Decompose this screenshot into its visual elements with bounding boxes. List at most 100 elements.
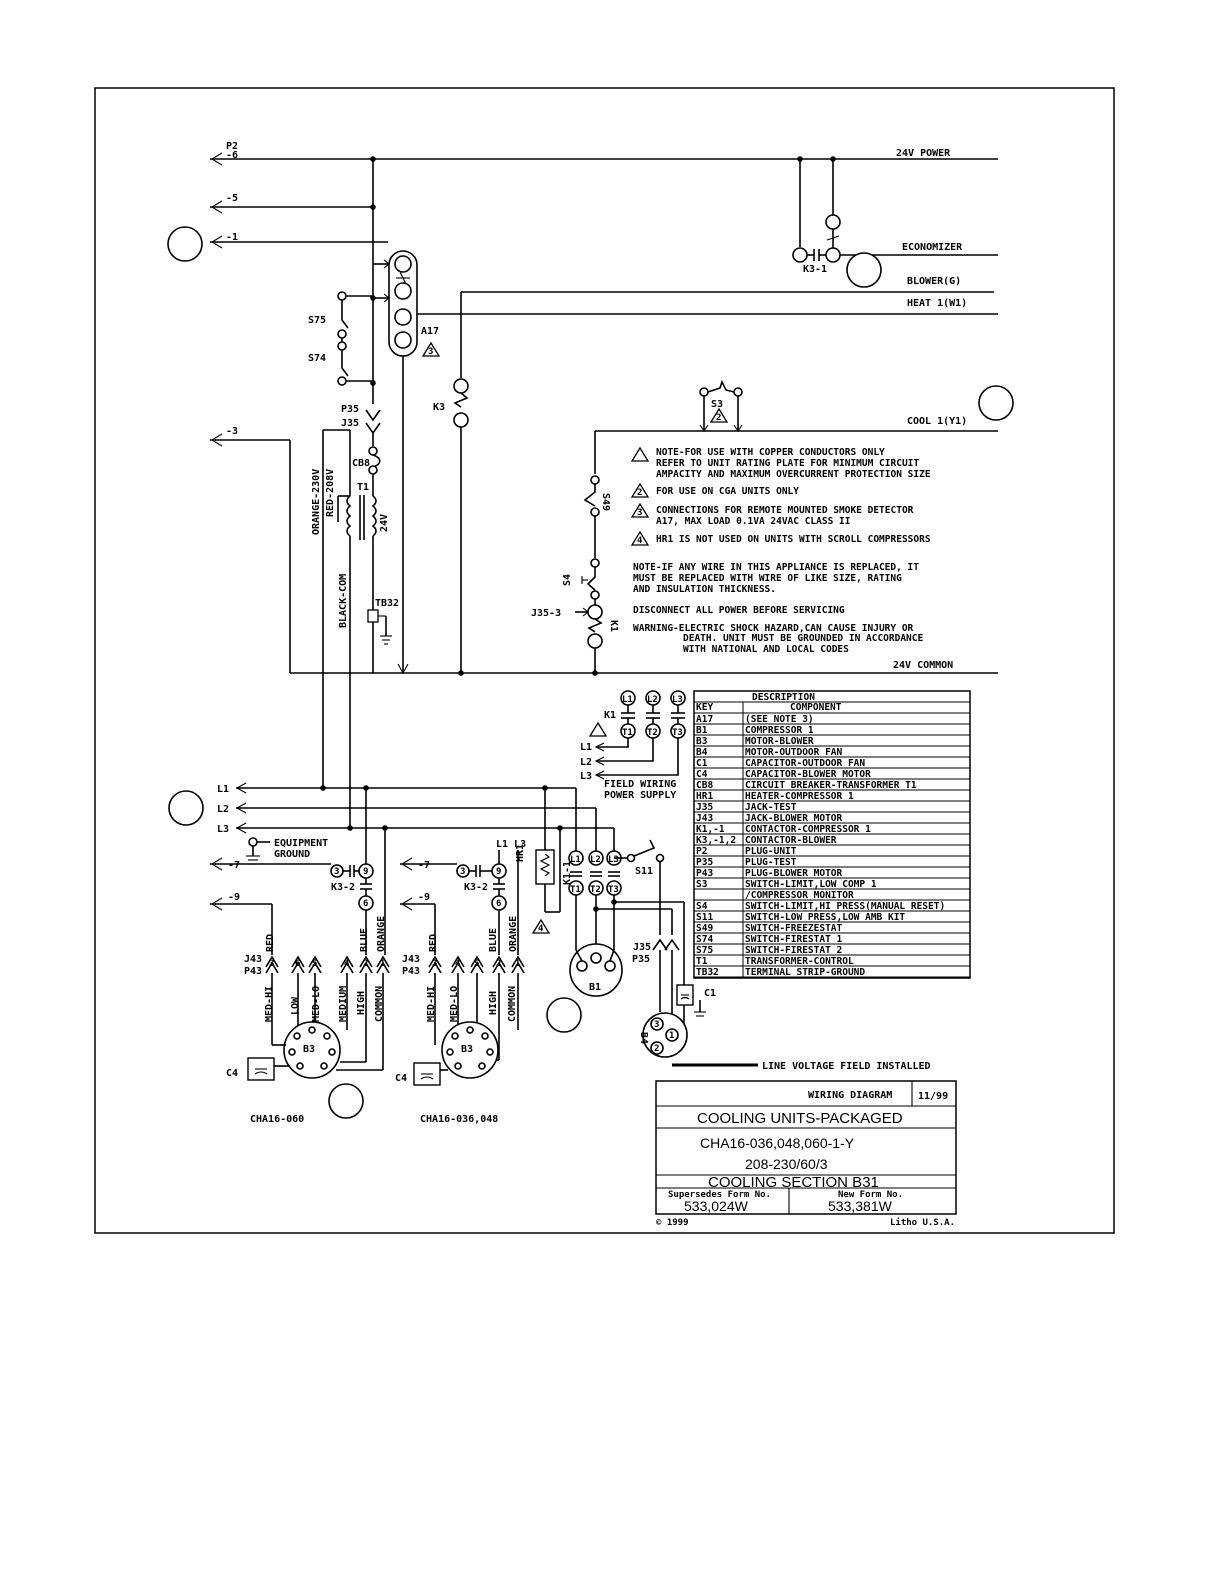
- cha16-036048-label: CHA16-036,048: [420, 1114, 498, 1125]
- legend-component: PLUG-BLOWER MOTOR: [745, 868, 843, 879]
- economizer-label: ECONOMIZER: [902, 242, 963, 253]
- tb32-label: TB32: [375, 598, 399, 609]
- lead-red-b-label: RED: [428, 934, 439, 952]
- b4-label: B4: [638, 1032, 649, 1044]
- svg-text:L3: L3: [672, 695, 683, 705]
- s74-label: S74: [308, 353, 326, 364]
- s11-label: S11: [635, 866, 653, 877]
- note-3b: A17, MAX LOAD 0.1VA 24VAC CLASS II: [656, 516, 850, 527]
- b3-label: B3: [303, 1044, 315, 1055]
- legend-key: B3: [696, 736, 708, 747]
- legend-component: /COMPRESSOR MONITOR: [745, 890, 854, 901]
- diagram-frame: [94, 87, 1115, 1234]
- j35-label: J35: [341, 418, 359, 429]
- k1-label: K1: [608, 620, 619, 632]
- lead-orange-b-label: ORANGE: [508, 916, 519, 952]
- p35b-label: P35: [632, 954, 650, 965]
- k1-1-label: K1-1: [562, 861, 573, 885]
- s49-label: S49: [600, 493, 611, 511]
- b1-label: B1: [589, 982, 601, 993]
- svg-text:3: 3: [269, 959, 274, 969]
- legend-component: HEATER-COMPRESSOR 1: [745, 791, 854, 802]
- svg-text:6: 6: [295, 959, 300, 969]
- p2-1-label: -1: [226, 232, 238, 243]
- high-b-label: HIGH: [488, 991, 499, 1015]
- low-label: LOW: [290, 996, 301, 1015]
- component-legend-table: DESCRIPTION KEY COMPONENT A17(SEE NOTE 3…: [693, 690, 971, 979]
- s4-label: S4: [562, 574, 573, 586]
- svg-text:5: 5: [474, 959, 479, 969]
- legend-component: SWITCH-LOW PRESS,LOW AMB KIT: [745, 912, 905, 923]
- orange-230v-label: ORANGE-230V: [311, 469, 322, 535]
- l1-field-label: L1: [580, 742, 592, 753]
- new-form-label: New Form No.: [838, 1190, 903, 1200]
- common-label: COMMON: [374, 986, 385, 1022]
- svg-text:2: 2: [637, 488, 642, 498]
- p2-3-label: -3: [226, 426, 238, 437]
- cb8-label: CB8: [352, 458, 370, 469]
- legend-key: J43: [696, 813, 713, 824]
- med-hi-b-label: MED-HI: [426, 986, 437, 1022]
- legend-key: B4: [696, 747, 708, 758]
- note-3a: CONNECTIONS FOR REMOTE MOUNTED SMOKE DET…: [656, 505, 914, 516]
- l2-field-label: L2: [580, 757, 592, 768]
- svg-text:T2: T2: [590, 885, 601, 895]
- note-7c: WITH NATIONAL AND LOCAL CODES: [683, 644, 849, 655]
- svg-text:2: 2: [716, 413, 721, 423]
- note-1c: AMPACITY AND MAXIMUM OVERCURRENT PROTECT…: [656, 469, 931, 480]
- legend-key: S74: [696, 934, 713, 945]
- callout-circle: [846, 252, 882, 288]
- note-5a: NOTE-IF ANY WIRE IN THIS APPLIANCE IS RE…: [633, 562, 919, 573]
- blower-g-label: BLOWER(G): [907, 276, 961, 287]
- callout-circle: [168, 790, 204, 826]
- legend-component: TERMINAL STRIP-GROUND: [745, 967, 865, 978]
- legend-key: S75: [696, 945, 713, 956]
- legend-component: JACK-BLOWER MOTOR: [745, 813, 843, 824]
- black-com-label: BLACK-COM: [338, 574, 349, 628]
- 24v-secondary-label: 24V: [379, 514, 390, 532]
- legend-key: J35: [696, 802, 713, 813]
- wire-labels: P2 -6 -5 -1 -3 24V POWER ECONOMIZER BLOW…: [217, 141, 967, 1072]
- legend-component: SWITCH-FIRESTAT 2: [745, 945, 842, 956]
- 24v-common-label: 24V COMMON: [893, 660, 953, 671]
- legend-key: S49: [696, 923, 713, 934]
- lead-blue-b-label: BLUE: [488, 928, 499, 952]
- title-line-1: COOLING UNITS-PACKAGED: [697, 1110, 903, 1127]
- title-date: 11/99: [918, 1091, 948, 1102]
- legend-component: TRANSFORMER-CONTROL: [745, 956, 854, 967]
- legend-key: S11: [696, 912, 713, 923]
- component-labels: S75 S74 A17 P35 J35 CB8 T1 TB32 K3 K3-1 …: [226, 264, 827, 1125]
- legend-component: JACK-TEST: [745, 802, 797, 813]
- p43b-label: P43: [402, 966, 420, 977]
- minus7-label: -7: [228, 860, 240, 871]
- s3-label: S3: [711, 399, 723, 410]
- legend-title: DESCRIPTION: [752, 692, 815, 703]
- equipment-label: EQUIPMENT: [274, 838, 328, 849]
- svg-text:6: 6: [363, 899, 368, 909]
- med-hi-label: MED-HI: [264, 986, 275, 1022]
- svg-text:3: 3: [654, 1020, 659, 1030]
- red-208v-label: RED-208V: [325, 469, 336, 517]
- svg-text:9: 9: [363, 867, 368, 877]
- l1-label: L1: [217, 784, 229, 795]
- svg-text:1: 1: [669, 1031, 674, 1041]
- legend-component: CONTACTOR-COMPRESSOR 1: [745, 824, 871, 835]
- legend-key: S3: [696, 879, 708, 890]
- svg-text:T3: T3: [672, 728, 683, 738]
- j35-3-label: J35-3: [531, 608, 561, 619]
- legend-key: P2: [696, 846, 707, 857]
- legend-col-key: KEY: [696, 702, 713, 713]
- cha16-060-label: CHA16-060: [250, 1114, 304, 1125]
- high-label: HIGH: [356, 991, 367, 1015]
- svg-text:5: 5: [312, 959, 317, 969]
- svg-text:4: 4: [455, 959, 461, 969]
- svg-text:3: 3: [637, 508, 642, 518]
- legend-key: C1: [696, 758, 708, 769]
- c1-label: C1: [704, 988, 716, 999]
- note-1a: NOTE-FOR USE WITH COPPER CONDUCTORS ONLY: [656, 447, 885, 458]
- svg-text:T3: T3: [608, 885, 619, 895]
- legend-component: SWITCH-FREEZESTAT: [745, 923, 843, 934]
- common-b-label: COMMON: [507, 986, 518, 1022]
- svg-text:1: 1: [515, 959, 520, 969]
- svg-text:4: 4: [637, 536, 643, 546]
